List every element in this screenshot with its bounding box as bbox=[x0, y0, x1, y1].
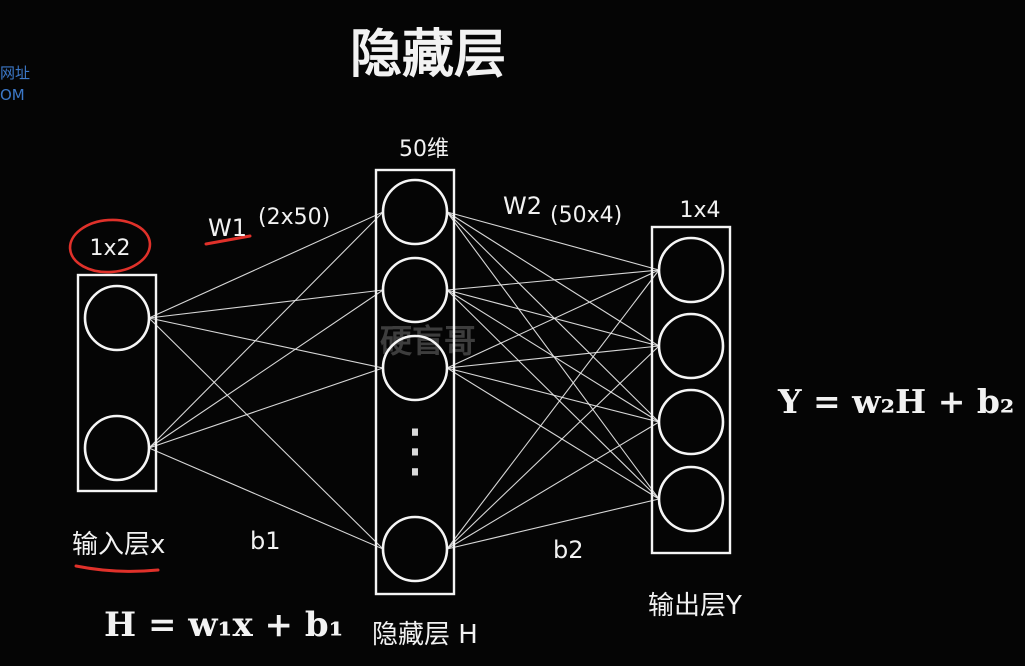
connection-edge bbox=[148, 211, 384, 449]
connection-edge bbox=[446, 345, 660, 550]
slide-title: 隐藏层 bbox=[350, 25, 506, 85]
w1-shape-label: (2x50) bbox=[258, 205, 330, 230]
output-layer-label: 输出层Y bbox=[648, 591, 742, 621]
w2-shape-label: (50x4) bbox=[550, 203, 622, 228]
hidden-node bbox=[381, 256, 449, 324]
input-nodes bbox=[83, 284, 151, 482]
connection-edge bbox=[446, 421, 660, 550]
hidden-ellipsis: ⋮ bbox=[386, 416, 444, 484]
connection-edge bbox=[446, 211, 660, 347]
connection-lines bbox=[148, 211, 660, 550]
hidden-node bbox=[381, 334, 449, 402]
connection-edge bbox=[446, 211, 660, 423]
output-layer-box bbox=[650, 225, 732, 555]
connection-edge bbox=[148, 367, 384, 449]
connection-edge bbox=[446, 498, 660, 550]
hidden-node bbox=[381, 178, 449, 246]
input-dim-label: 1x2 bbox=[89, 236, 130, 261]
connection-edge bbox=[148, 211, 384, 319]
hidden-node bbox=[381, 515, 449, 583]
connection-edge bbox=[446, 269, 660, 369]
w1-label: W1 bbox=[208, 214, 247, 242]
input-node bbox=[83, 284, 151, 352]
connection-edge bbox=[148, 447, 384, 550]
output-node bbox=[657, 312, 725, 380]
input-dim-highlight-circle bbox=[68, 218, 152, 274]
connection-edge bbox=[446, 345, 660, 369]
connection-edge bbox=[446, 289, 660, 423]
hidden-nodes bbox=[381, 178, 449, 583]
output-nodes bbox=[657, 236, 725, 533]
input-layer-box bbox=[76, 273, 158, 493]
connection-edge bbox=[148, 289, 384, 319]
connection-edge bbox=[446, 289, 660, 347]
input-layer-label: 输入层x bbox=[72, 530, 165, 560]
input-label-red-underline bbox=[74, 564, 160, 573]
connection-edge bbox=[148, 289, 384, 449]
output-node bbox=[657, 388, 725, 456]
input-node bbox=[83, 414, 151, 482]
connection-edge bbox=[148, 317, 384, 550]
b1-label: b1 bbox=[250, 527, 281, 555]
output-node bbox=[657, 236, 725, 304]
corner-text-line-1: 网址 bbox=[0, 64, 31, 82]
output-equation: Y = w₂H + b₂ bbox=[777, 382, 1014, 421]
connection-edge bbox=[446, 211, 660, 271]
hidden-dim-label: 50维 bbox=[399, 137, 449, 162]
hidden-equation: H = w₁x + b₁ bbox=[104, 605, 344, 645]
output-node bbox=[657, 465, 725, 533]
output-dim-label: 1x4 bbox=[679, 198, 720, 223]
b2-label: b2 bbox=[553, 536, 584, 564]
connection-edge bbox=[446, 367, 660, 500]
hidden-layer-box bbox=[374, 168, 456, 596]
w1-red-underline bbox=[204, 234, 252, 246]
w2-label: W2 bbox=[503, 192, 542, 220]
hidden-layer-label: 隐藏层 H bbox=[372, 620, 478, 650]
connection-edge bbox=[446, 367, 660, 423]
connection-edge bbox=[446, 269, 660, 291]
connection-edge bbox=[446, 269, 660, 550]
watermark: 硬盲哥 bbox=[380, 322, 476, 360]
connection-edge bbox=[148, 317, 384, 369]
corner-text-line-2: OM bbox=[0, 86, 25, 104]
corner-url-text: 网址 OM bbox=[0, 62, 30, 106]
